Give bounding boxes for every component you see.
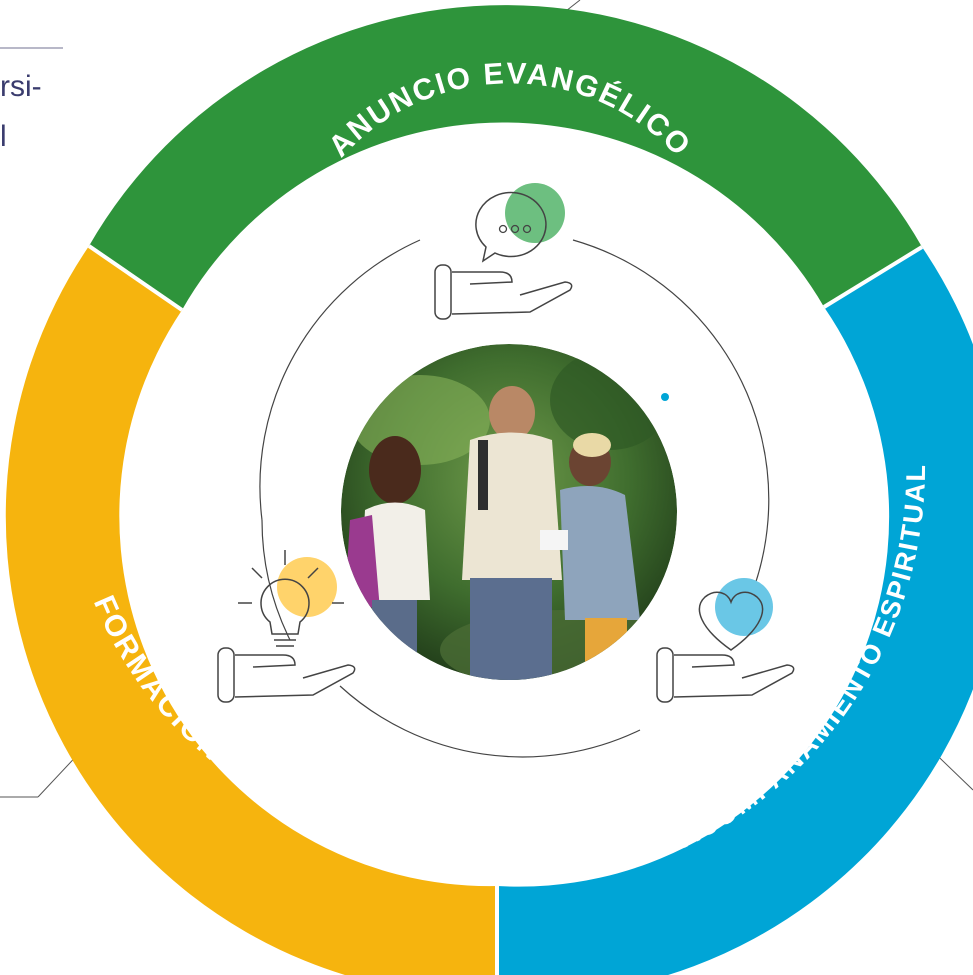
cropped-text-line-1: rsi- [0,70,42,103]
segment-formacion [5,246,497,975]
accent-dot [661,393,669,401]
segment-anuncio-evangelico [89,5,922,311]
inner-orbit-arc-3 [339,685,641,758]
inner-orbit-arc-1 [259,239,421,521]
text-divider [0,47,63,49]
hand-icon-top [434,264,573,320]
cropped-text-line-2: l [0,120,7,153]
lightbulb-icon [238,550,344,647]
heart-icon [698,578,773,651]
speech-bubble-icon [475,183,565,263]
hand-icon-left [217,647,356,703]
segment-acompanamiento-espiritual [497,247,973,975]
inner-orbit-arc-2 [572,239,770,521]
hand-icon-right [656,647,795,703]
center-photo [341,344,677,680]
